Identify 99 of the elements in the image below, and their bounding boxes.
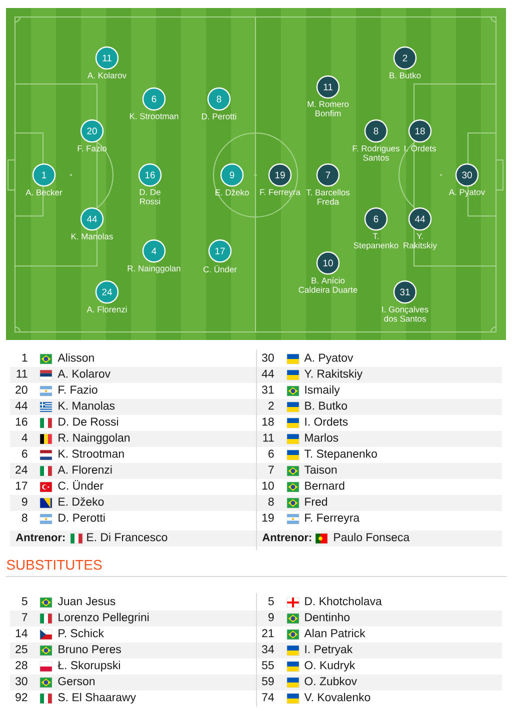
player-name: E. Džeko: [216, 189, 249, 196]
shirt-number: 24: [16, 466, 28, 474]
player-name: Ł. Skorupski: [58, 660, 120, 672]
player-name: R. Nainggolan: [58, 433, 130, 444]
player-name: I. Ordets: [305, 417, 348, 426]
shirt-number: 19: [262, 514, 274, 522]
player-name: Dentinho: [305, 612, 350, 622]
player-name: D. Khotcholava: [305, 596, 382, 606]
player-name: A. Florenzi: [86, 306, 127, 312]
shirt-number: 74: [262, 693, 274, 702]
player-name: A. Becker: [26, 189, 62, 196]
player-name: Lorenzo Pellegrini: [58, 612, 149, 624]
player-name: Taison: [304, 465, 337, 474]
shirt-number: 44: [15, 402, 28, 410]
player-name: T. Stepanenko: [354, 233, 398, 250]
player-name: F. Ferreyra: [260, 189, 300, 197]
shirt-number: 18: [262, 418, 274, 426]
shirt-number: 6: [268, 450, 274, 458]
player-name: C. Ünder: [204, 265, 237, 272]
player-name: O. Kudryk: [304, 660, 356, 672]
player-name: E. Džeko: [58, 497, 104, 506]
player-name: Y. Rakitskiy: [304, 369, 363, 380]
coach-label: Antrenor:: [16, 534, 65, 542]
shirt-number: 16: [16, 418, 28, 426]
shirt-number: 5: [22, 597, 28, 606]
player-name: D. De Rossi: [140, 189, 160, 204]
player-name: Y. Rakitskiy: [404, 233, 437, 250]
player-name: A. Pyatov: [448, 189, 486, 197]
shirt-number: 9: [22, 498, 28, 506]
shirt-number: 14: [16, 629, 28, 638]
shirt-number: 34: [262, 645, 274, 654]
player-name: D. Perotti: [202, 113, 236, 120]
player-name: Juan Jesus: [58, 597, 116, 606]
player-name: B. Butko: [390, 72, 421, 78]
shirt-number: 21: [262, 629, 274, 638]
player-name: S. El Shaarawy: [58, 692, 136, 704]
coach-name: Paulo Fonseca: [334, 532, 410, 542]
player-name: P. Schick: [58, 628, 104, 638]
shirt-number: 20: [16, 386, 28, 394]
player-name: O. Zubkov: [304, 676, 357, 686]
shirt-number: 44: [262, 370, 274, 378]
player-name: C. Ünder: [58, 480, 104, 490]
shirt-number: 25: [16, 645, 28, 654]
player-name: A. Florenzi: [58, 465, 112, 474]
shirt-number: 30: [16, 677, 28, 686]
player-name: K. Manolas: [72, 233, 113, 240]
player-name: T. Stepanenko: [304, 449, 377, 460]
shirt-number: 1: [22, 354, 28, 362]
shirt-number: 6: [22, 450, 28, 458]
player-name: D. De Rossi: [58, 417, 118, 426]
player-name: F. Fazio: [78, 145, 106, 152]
player-name: F. Fazio: [58, 385, 98, 394]
shirt-number: 30: [262, 354, 274, 362]
shirt-number: 55: [262, 661, 274, 670]
shirt-number: 4: [22, 434, 28, 442]
shirt-number: 92: [16, 693, 28, 702]
player-name: F. Ferreyra: [305, 514, 360, 524]
shirt-number: 8: [22, 514, 28, 522]
player-name: I. Gonçalves dos Santos: [382, 306, 428, 322]
player-name: A. Kolarov: [58, 369, 110, 378]
shirt-number: 59: [262, 677, 274, 686]
player-name: Ismaily: [305, 385, 340, 396]
player-name: I. Ordets: [404, 145, 436, 152]
shirt-number: 9: [268, 613, 274, 622]
player-name: V. Kovalenko: [304, 692, 370, 702]
shirt-number: 5: [268, 597, 274, 606]
player-name: M. Romero Bonfim: [308, 101, 349, 116]
coach-name: E. Di Francesco: [87, 532, 168, 542]
player-name: I. Petryak: [305, 644, 353, 656]
coach-label: Antrenor:: [262, 534, 312, 542]
shirt-number: 28: [16, 661, 28, 670]
shirt-number: 17: [16, 482, 28, 490]
player-name: Bruno Peres: [58, 645, 121, 654]
shirt-number: 7: [268, 466, 274, 474]
player-name: Alisson: [58, 353, 94, 362]
shirt-number: 11: [263, 434, 274, 442]
player-name: K. Strootman: [58, 450, 124, 458]
player-name: B. Anício Caldeira Duarte: [298, 277, 358, 293]
player-name: Bernard: [305, 481, 344, 490]
player-name: R. Nainggolan: [128, 265, 180, 274]
player-name: A. Pyatov: [304, 354, 354, 364]
shirt-number: 10: [262, 482, 274, 490]
player-name: D. Perotti: [58, 513, 105, 522]
shirt-number: 7: [22, 613, 28, 622]
player-name: K. Manolas: [58, 401, 115, 410]
player-name: F. Rodrigues Santos: [352, 145, 400, 161]
player-name: B. Butko: [305, 401, 348, 410]
shirt-number: 11: [16, 370, 28, 378]
player-name: K. Strootman: [130, 113, 178, 120]
player-name: Marlos: [305, 433, 338, 442]
player-name: A. Kolarov: [87, 72, 126, 78]
player-name: Fred: [305, 497, 327, 506]
shirt-number: 2: [268, 402, 274, 410]
player-name: Gerson: [58, 677, 95, 686]
player-name: Alan Patrick: [304, 628, 366, 638]
shirt-number: 31: [262, 386, 274, 394]
player-name: T. Barcellos Freda: [306, 189, 350, 205]
section-heading: SUBSTITUTES: [6, 560, 102, 570]
shirt-number: 8: [268, 498, 274, 506]
